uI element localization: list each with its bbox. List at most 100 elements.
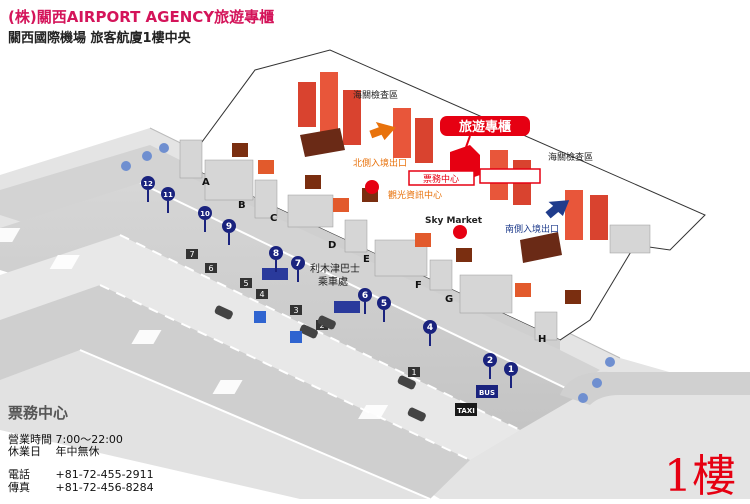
phone-value: +81-72-455-2911 [55, 468, 154, 481]
svg-text:3: 3 [293, 306, 298, 315]
buses [262, 268, 360, 313]
svg-text:BUS: BUS [479, 389, 495, 397]
svg-text:2: 2 [487, 356, 493, 366]
info-icon [365, 180, 379, 194]
svg-text:1: 1 [411, 368, 416, 377]
fax-value: +81-72-456-8284 [55, 481, 154, 494]
info-heading: 票務中心 [8, 404, 69, 422]
bus-stop-marker: 11 [161, 187, 175, 213]
ticket-center-callout[interactable]: 票務中心 [408, 168, 541, 186]
bus-stop-marker: 4 [423, 320, 437, 346]
door-letters: A B C D E F G H [202, 177, 546, 345]
taxi-sign-icon [455, 403, 477, 416]
facility-icon [305, 175, 321, 189]
bus-icon [334, 301, 360, 313]
svg-text:6: 6 [208, 264, 213, 273]
door-letter: A [202, 177, 210, 188]
bus-stop-marker: 6 [358, 288, 372, 314]
svg-text:2: 2 [319, 321, 324, 330]
door-letter: E [363, 254, 370, 265]
travel-counter-callout[interactable]: 旅遊專櫃 [440, 116, 530, 151]
crosswalks [0, 228, 389, 419]
accessibility-icon [254, 311, 266, 323]
facility-icon [565, 290, 581, 304]
door-letter: H [538, 334, 546, 345]
door-letter: D [328, 240, 336, 251]
fax-label: 傳真 [8, 481, 30, 494]
customs-right-label: 海關檢查區 [548, 151, 593, 163]
car-icon [317, 315, 336, 330]
facility-icon [515, 283, 531, 297]
north-exit-arrow-icon [369, 121, 396, 141]
south-exit-arrow-icon [545, 200, 570, 219]
svg-text:5: 5 [243, 279, 248, 288]
facility-icon [232, 143, 248, 157]
bus-stop-label-line2: 乘車處 [318, 275, 348, 288]
south-exit-label: 南側入境出口 [505, 223, 559, 235]
svg-text:4: 4 [259, 290, 264, 299]
facility-icon [333, 198, 349, 212]
bus-stop-marker: 8 [269, 246, 283, 272]
svg-text:7: 7 [295, 259, 301, 269]
car-icon [214, 305, 233, 320]
svg-text:TAXI: TAXI [457, 407, 475, 415]
bus-stop-label-line1: 利木津巴士 [310, 262, 360, 275]
bus-stop-marker: 7 [291, 256, 305, 282]
svg-text:10: 10 [200, 210, 210, 218]
door-letter: C [270, 213, 277, 224]
page-title: (株)關西AIRPORT AGENCY旅遊專櫃 [8, 8, 275, 26]
svg-text:11: 11 [163, 191, 173, 199]
bus-stop-marker: 9 [222, 219, 236, 245]
hours-label: 營業時間 [8, 433, 52, 446]
phone-row: 電話 +81-72-455-2911 [8, 466, 154, 482]
floor-label: 1樓 [664, 451, 736, 502]
door-letter: G [445, 294, 453, 305]
svg-text:7: 7 [189, 250, 194, 259]
svg-text:4: 4 [427, 323, 433, 333]
exit-counters [300, 128, 562, 263]
map-labels: 海關檢查區 海關檢查區 北側入境出口 南側入境出口 觀光資訊中心 Sky Mar… [310, 89, 593, 288]
facility-icon [258, 160, 274, 174]
hours-value: 7:00～22:00 [55, 433, 123, 446]
bus-stop-marker: 1 [504, 362, 518, 388]
door-letter: F [415, 280, 422, 291]
car-icon [407, 407, 426, 422]
ticket-center-label: 票務中心 [423, 173, 459, 185]
north-exit-label: 北側入境出口 [353, 157, 407, 169]
closed-label: 休業日 [8, 445, 41, 458]
svg-text:5: 5 [381, 299, 387, 309]
facility-icon [456, 248, 472, 262]
closed-row: 休業日 年中無休 [8, 443, 100, 459]
facility-icon [415, 233, 431, 247]
customs-left-label: 海關檢查區 [353, 89, 398, 101]
car-icon [299, 324, 318, 339]
door-letter: B [238, 200, 246, 211]
svg-text:6: 6 [362, 291, 368, 301]
car-icon [397, 375, 416, 390]
facility-icons [232, 143, 581, 304]
bus-stop-marker: 12 [141, 176, 155, 202]
svg-text:9: 9 [226, 222, 232, 232]
light-blue-poles [121, 143, 615, 403]
svg-text:8: 8 [273, 249, 279, 259]
phone-label: 電話 [8, 468, 30, 481]
bus-sign-icon [476, 385, 498, 398]
road-signs: BUS TAXI [254, 311, 498, 416]
page-subtitle: 關西國際機場 旅客航廈1樓中央 [8, 31, 191, 46]
bus-stop-marker: 2 [483, 353, 497, 379]
exit-arrows [369, 121, 570, 219]
sky-market-label: Sky Market [425, 216, 483, 226]
terminal-walls [179, 139, 651, 341]
fax-row: 傳真 +81-72-456-8284 [8, 479, 154, 495]
hours-row: 營業時間 7:00～22:00 [8, 431, 123, 447]
closed-value: 年中無休 [55, 445, 100, 458]
svg-text:1: 1 [508, 365, 514, 375]
bus-stop-markers[interactable]: 1 2 4 5 6 8 7 [141, 176, 518, 388]
cars [214, 305, 426, 422]
info-icon [453, 225, 467, 239]
tourist-info-label: 觀光資訊中心 [388, 189, 442, 201]
accessibility-icon [290, 331, 302, 343]
travel-counter-label: 旅遊專櫃 [459, 119, 511, 135]
svg-text:12: 12 [143, 180, 153, 188]
